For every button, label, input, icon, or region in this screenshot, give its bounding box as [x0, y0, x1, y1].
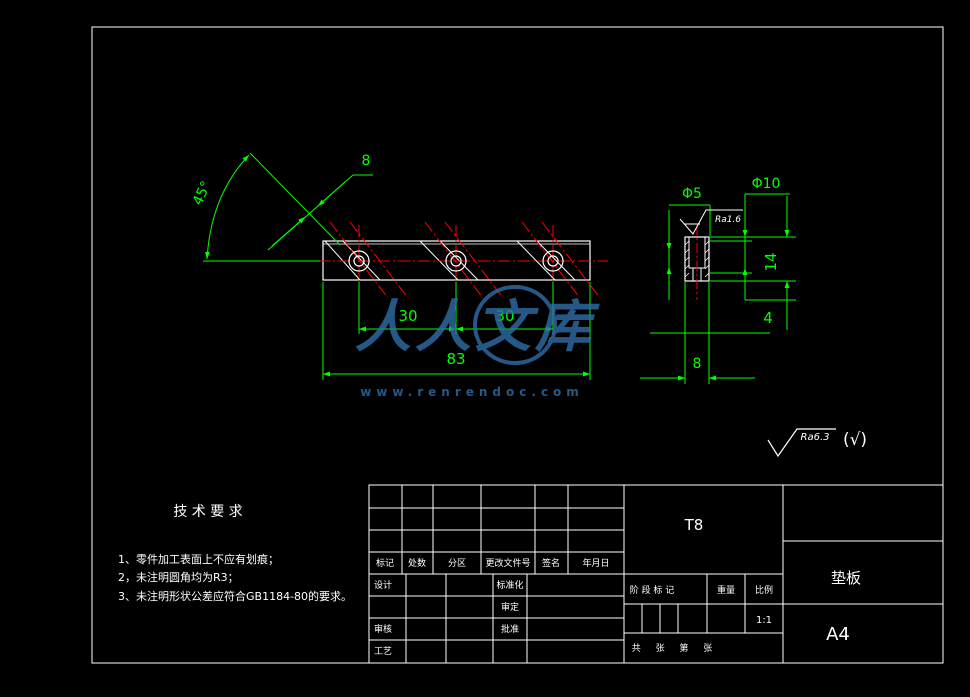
- tech-requirements: 技 术 要 求 1、零件加工表面上不应有划痕； 2，未注明圆角均为R3； 3、未…: [118, 504, 352, 603]
- watermark-ring: [473, 285, 557, 365]
- side-view: Φ5 Φ10 Ra1.6 14 4 8: [640, 176, 796, 384]
- title-block-text: 标记 处数 分区 更改文件号 签名 年月日 设计 标准化 审定 审核 批准 工艺…: [374, 516, 861, 657]
- spacing-dim-label-2: 30: [495, 307, 514, 325]
- roughness-ra16-label: Ra1.6: [715, 215, 741, 225]
- material-label: T8: [684, 516, 704, 534]
- slot-dim-arrow-a: [271, 216, 306, 247]
- weight-label: 重量: [717, 584, 735, 596]
- watermark: 人人文库 www.renrendoc.com: [355, 285, 600, 399]
- roughness-ra16-symbol: [679, 209, 743, 235]
- width-dim-label: 8: [693, 356, 702, 372]
- general-roughness-symbol: [767, 428, 836, 458]
- watermark-logo-text: 人人文库: [355, 294, 600, 360]
- part-name: 垫板: [831, 569, 861, 587]
- dia10-label: Φ10: [752, 176, 781, 192]
- general-roughness: Ra6.3 (√): [767, 428, 867, 458]
- center-lines: [258, 221, 608, 299]
- rev-header-sign: 签名: [542, 557, 560, 569]
- signoff-process: 工艺: [374, 646, 392, 657]
- tech-requirement-3: 3、未注明形状公差应符合GB1184-80的要求。: [118, 589, 352, 603]
- watermark-url: www.renrendoc.com: [360, 385, 584, 399]
- signoff-design: 设计: [374, 579, 392, 591]
- dia5-label: Φ5: [682, 186, 702, 202]
- scale-label: 比例: [755, 584, 773, 596]
- tech-requirement-2: 2，未注明圆角均为R3；: [118, 570, 239, 584]
- stage-mark-label: 阶 段 标 记: [630, 584, 675, 596]
- sheets-label: 共 张 第 张: [632, 642, 719, 654]
- angle-arc: [204, 154, 250, 260]
- hole-2: [445, 250, 467, 272]
- rev-header-doc: 更改文件号: [485, 557, 530, 569]
- general-roughness-label: Ra6.3: [801, 432, 830, 443]
- section-hatching: [684, 240, 710, 278]
- height-dim-label: 14: [762, 252, 780, 271]
- rev-header-zone: 分区: [448, 558, 466, 569]
- scale-value: 1:1: [756, 615, 772, 626]
- tech-requirements-title: 技 术 要 求: [173, 504, 242, 520]
- spacing-dim-label-1: 30: [398, 307, 417, 325]
- angle-ext-diagonal: [249, 152, 341, 246]
- title-block: [368, 484, 944, 664]
- tech-requirement-1: 1、零件加工表面上不应有划痕；: [118, 552, 279, 566]
- rev-header-count: 处数: [408, 557, 426, 569]
- signoff-review: 审定: [501, 601, 519, 613]
- depth-dim-label: 4: [763, 309, 773, 327]
- hole-1: [348, 250, 370, 272]
- slot-dim-arrow-b: [317, 181, 346, 207]
- general-roughness-suffix: (√): [843, 430, 867, 450]
- front-view: 45° 8 30 30 83: [190, 152, 608, 380]
- signoff-approve: 批准: [501, 623, 519, 635]
- length-dim-label: 83: [446, 350, 465, 368]
- signoff-standardize: 标准化: [496, 579, 523, 591]
- rev-header-mark: 标记: [376, 557, 394, 569]
- hole-3: [542, 250, 564, 272]
- rev-header-date: 年月日: [582, 557, 609, 569]
- angle-dim-label: 45°: [190, 179, 215, 208]
- sheet-size: A4: [826, 624, 850, 645]
- signoff-check: 审核: [374, 623, 392, 635]
- slot-width-label: 8: [362, 153, 371, 169]
